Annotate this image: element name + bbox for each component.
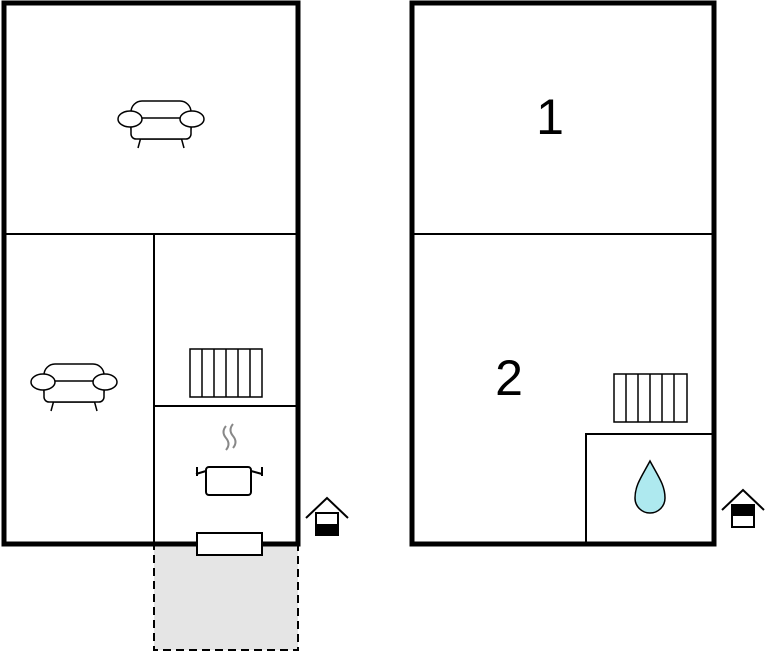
- upper-floor-outer-wall: [409, 0, 717, 547]
- radiator-icon: [189, 348, 263, 398]
- ground-floor-plan: [1, 0, 349, 651]
- radiator-icon: [613, 373, 688, 423]
- sofa-icon: [117, 100, 205, 149]
- entrance-step: [196, 532, 263, 556]
- ground-floor-outer-wall: [1, 0, 301, 547]
- cooking-pot-icon: [195, 423, 263, 496]
- room-label-1: 1: [536, 89, 564, 145]
- upper-floor-plan: 1 2: [409, 0, 765, 547]
- water-drop-icon: [634, 459, 666, 514]
- entrance-icon: [721, 488, 765, 528]
- entrance-icon: [305, 496, 349, 536]
- sofa-icon: [30, 363, 118, 412]
- bathroom-wall: [585, 433, 714, 544]
- terrace: [153, 543, 299, 651]
- room-label-2: 2: [495, 350, 523, 406]
